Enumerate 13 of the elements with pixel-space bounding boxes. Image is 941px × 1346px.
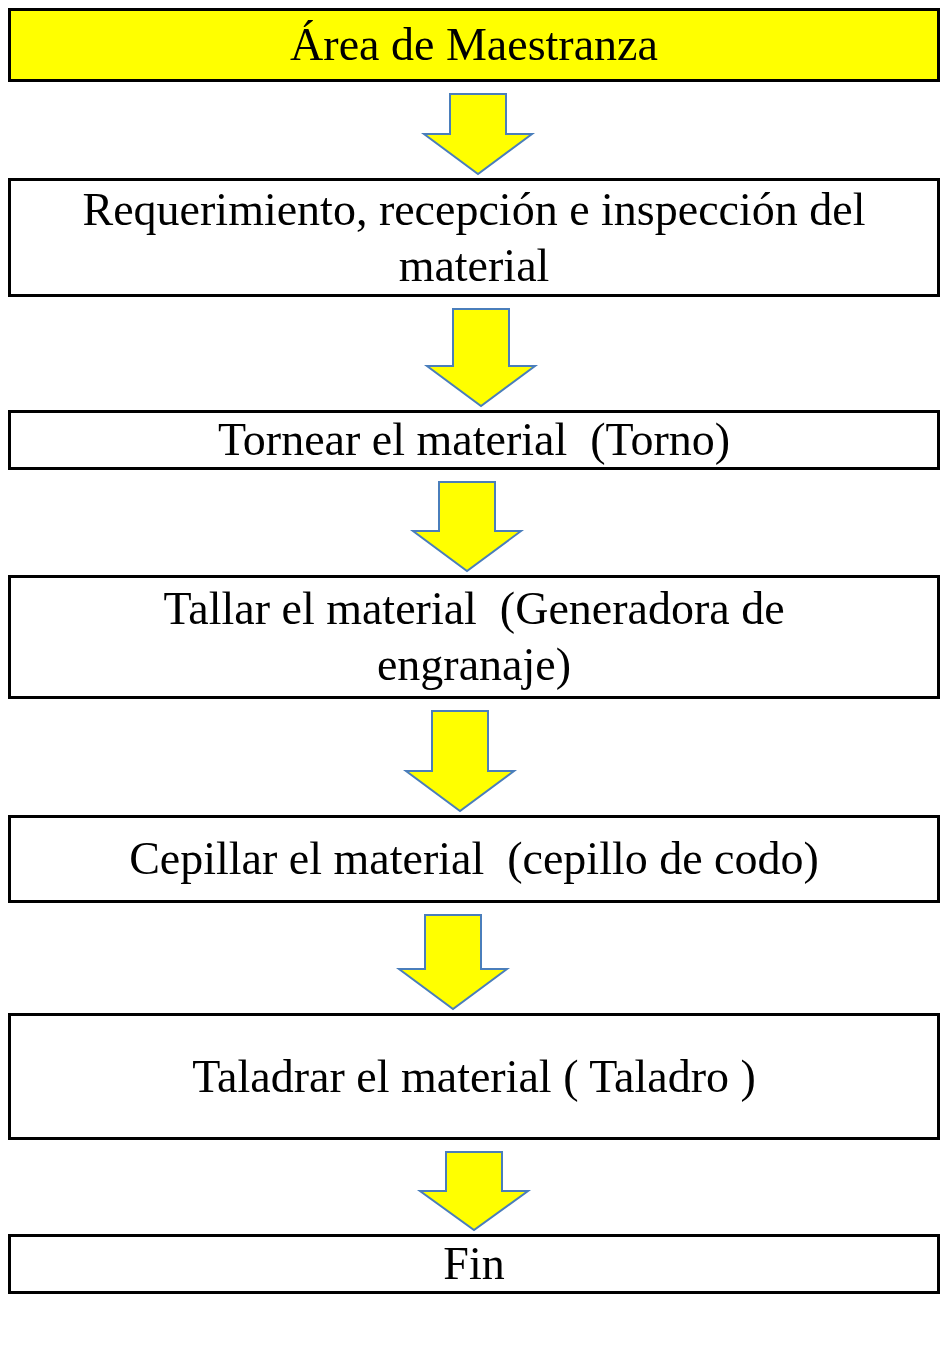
process-box: Tornear el material (Torno) bbox=[8, 410, 940, 470]
block-arrow bbox=[395, 914, 511, 1011]
block-arrow bbox=[423, 308, 539, 408]
block-arrow bbox=[420, 93, 536, 176]
process-box: Cepillar el material (cepillo de codo) bbox=[8, 815, 940, 903]
block-arrow bbox=[409, 481, 525, 573]
process-box: Requerimiento, recepción e inspección del material bbox=[8, 178, 940, 297]
block-arrow bbox=[402, 710, 518, 813]
title-box: Área de Maestranza bbox=[8, 8, 940, 82]
process-box: Tallar el material (Generadora de engranaje) bbox=[8, 575, 940, 699]
process-box: Fin bbox=[8, 1234, 940, 1294]
block-arrow bbox=[416, 1151, 532, 1232]
process-box: Taladrar el material ( Taladro ) bbox=[8, 1013, 940, 1140]
